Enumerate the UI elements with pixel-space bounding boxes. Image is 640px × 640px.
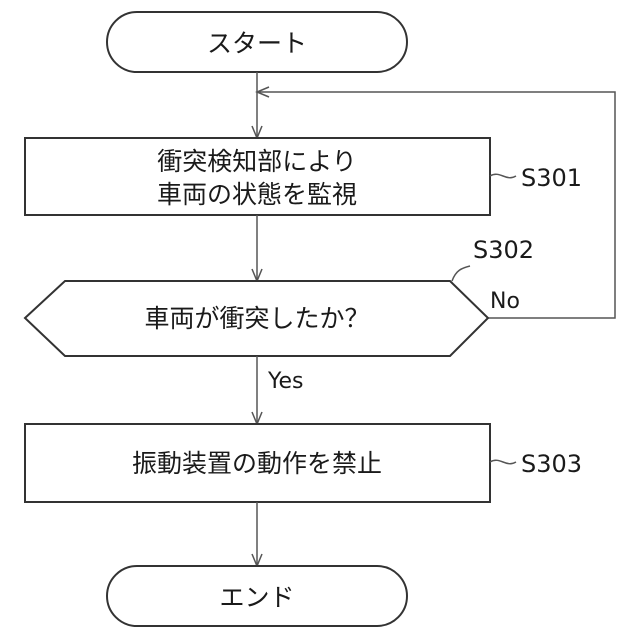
start-terminal: スタート [107, 12, 407, 72]
step3-label-leader [490, 460, 516, 463]
end-label: エンド [219, 583, 294, 612]
step1-label-leader [490, 174, 516, 177]
decision-node: 車両が衝突したか？ [25, 281, 488, 356]
step1-process: 衝突検知部により 車両の状態を監視 [25, 138, 490, 215]
step3-step-id: S303 [521, 450, 582, 478]
step3-process: 振動装置の動作を禁止 [25, 424, 490, 502]
step1-step-id: S301 [521, 164, 582, 192]
no-branch-label: No [490, 289, 520, 314]
yes-branch-label: Yes [267, 369, 304, 394]
decision-label: 車両が衝突したか？ [144, 304, 369, 333]
step1-line2: 車両の状態を監視 [157, 180, 357, 209]
decision-label-leader [452, 266, 470, 281]
end-terminal: エンド [107, 566, 407, 626]
step1-line1: 衝突検知部により [157, 147, 357, 176]
step3-label: 振動装置の動作を禁止 [132, 449, 382, 478]
start-label: スタート [207, 29, 307, 58]
decision-step-id: S302 [473, 236, 534, 264]
